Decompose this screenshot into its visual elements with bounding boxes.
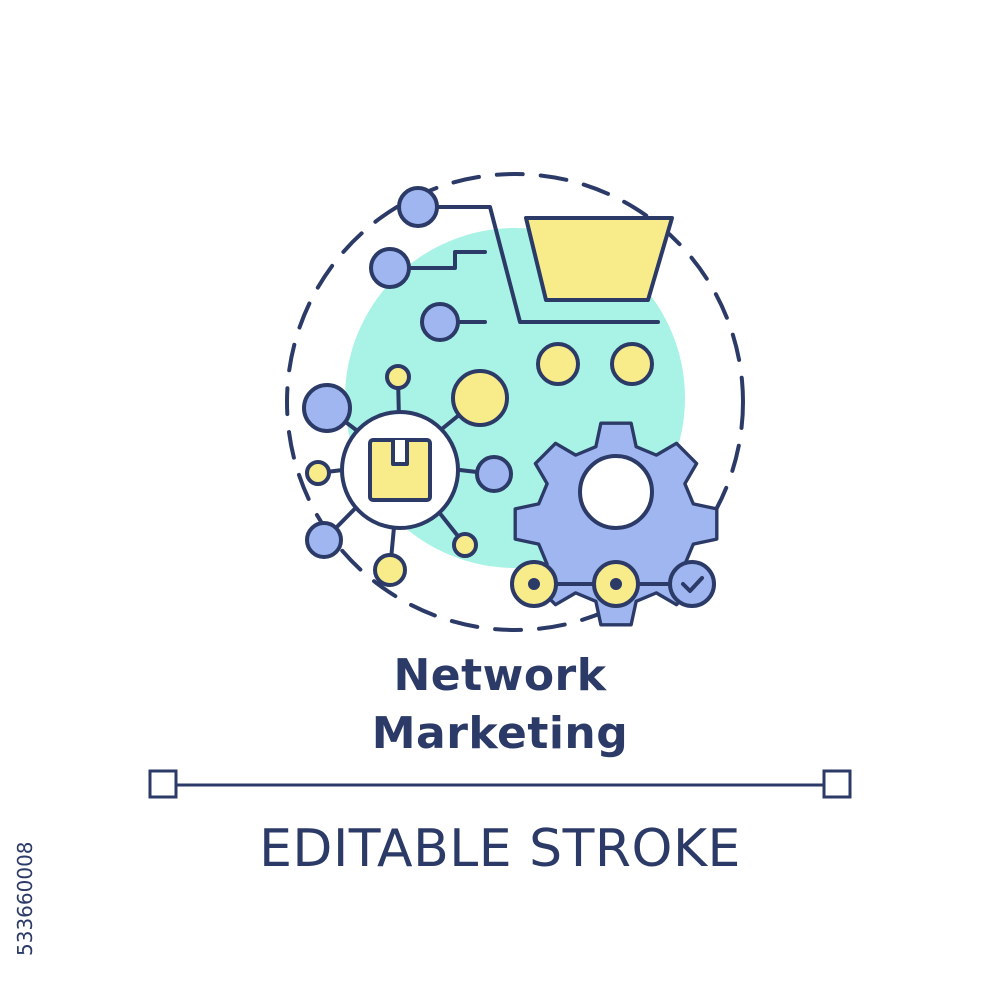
dashed-outer-circle [285,172,745,632]
gear-icon [513,421,719,627]
title-line-1: Network [393,650,607,701]
checkmark-icon [668,560,716,608]
stock-id-label: 533660008 [13,841,37,956]
package-box-icon [368,438,432,502]
title-line-2: Marketing [371,708,629,759]
divider-left-handle [148,769,178,799]
cart-connector-lines [408,205,660,324]
process-chain [510,560,716,608]
shopping-cart-icon [524,216,674,386]
subtitle: EDITABLE STROKE [259,819,741,879]
divider-right-handle [822,769,852,799]
network-marketing-illustration [285,172,745,632]
node-dot-middle [369,247,411,289]
editable-stroke-divider [148,769,852,799]
node-dot-bottom [420,302,460,342]
node-dot-top [397,186,439,228]
stock-id-text: 533660008 [13,841,37,956]
